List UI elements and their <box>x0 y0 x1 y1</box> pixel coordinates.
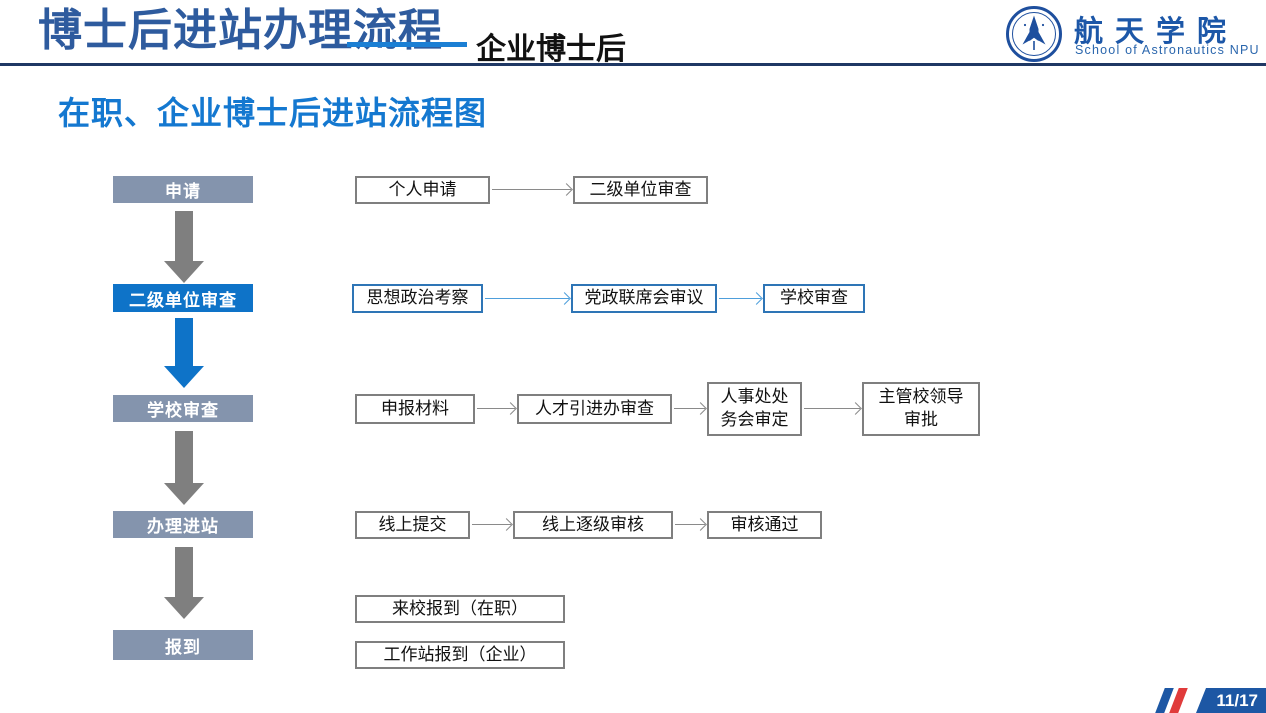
page-heading: 在职、企业博士后进站流程图 <box>58 95 488 131</box>
flow-step-box: 思想政治考察 <box>352 284 483 313</box>
stage-box-unit-review: 二级单位审查 <box>113 284 253 312</box>
school-name-cn: 航天学院 <box>1074 16 1239 48</box>
stage-box-register: 报到 <box>113 630 253 660</box>
school-name-en: School of Astronautics NPU <box>1075 43 1260 57</box>
flow-step-box: 人才引进办审查 <box>517 394 672 424</box>
flow-step-box: 工作站报到（企业） <box>355 641 565 669</box>
right-arrow-icon <box>472 524 511 525</box>
stage-box-school-review: 学校审查 <box>113 395 253 422</box>
flow-step-box: 二级单位审查 <box>573 176 708 204</box>
flow-step-box: 申报材料 <box>355 394 475 424</box>
down-arrow-icon <box>164 547 204 619</box>
right-arrow-icon <box>719 298 761 299</box>
stage-box-apply: 申请 <box>113 176 253 203</box>
right-arrow-icon <box>477 408 515 409</box>
page-number: 11/17 <box>1216 690 1258 710</box>
right-arrow-icon <box>804 408 860 409</box>
flow-step-box: 线上逐级审核 <box>513 511 673 539</box>
right-arrow-icon <box>485 298 569 299</box>
flow-step-box: 人事处处 务会审定 <box>707 382 802 436</box>
slide-title: 博士后进站办理流程 <box>38 6 443 55</box>
flow-step-box: 学校审查 <box>763 284 865 313</box>
flow-step-box: 主管校领导 审批 <box>862 382 980 436</box>
down-arrow-icon <box>164 211 204 283</box>
down-arrow-icon <box>164 431 204 505</box>
title-dash-line <box>347 42 467 47</box>
flow-step-box: 党政联席会审议 <box>571 284 717 313</box>
school-emblem-icon <box>1006 6 1062 62</box>
right-arrow-icon <box>492 189 571 190</box>
down-arrow-icon <box>164 318 204 388</box>
header-divider <box>0 63 1266 66</box>
page-number-badge: 11/17 <box>1196 688 1266 713</box>
stage-box-entry: 办理进站 <box>113 511 253 538</box>
flow-step-box: 审核通过 <box>707 511 822 539</box>
flow-step-box: 线上提交 <box>355 511 470 539</box>
right-arrow-icon <box>675 524 705 525</box>
flow-step-box: 来校报到（在职） <box>355 595 565 623</box>
slide-title-suffix: 企业博士后 <box>476 33 626 66</box>
flow-step-box: 个人申请 <box>355 176 490 204</box>
right-arrow-icon <box>674 408 705 409</box>
